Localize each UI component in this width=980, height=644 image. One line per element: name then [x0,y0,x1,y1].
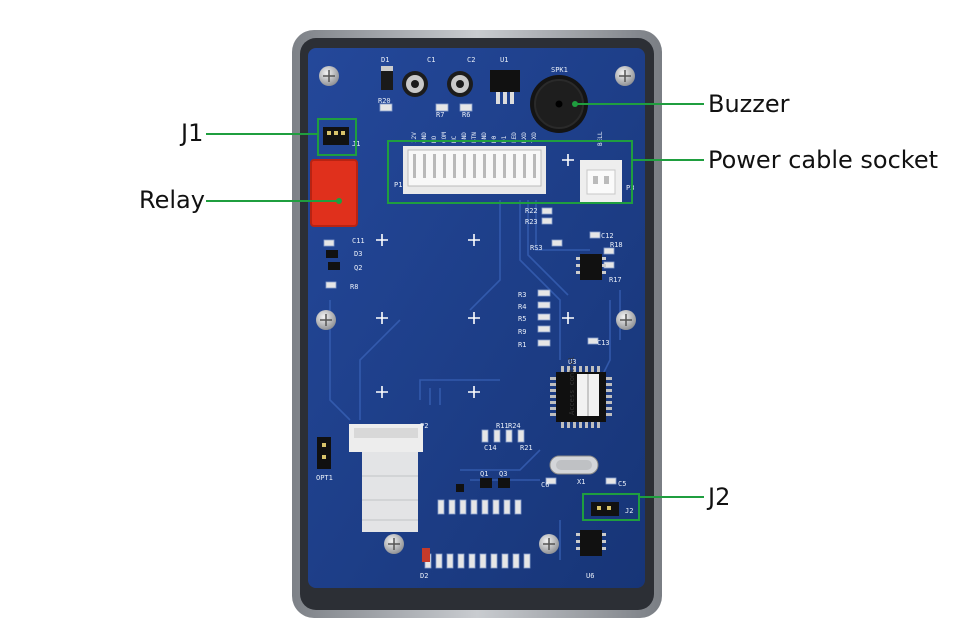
label-d3: D3 [354,250,362,258]
pin-label: COM [441,132,448,143]
diode-d1 [381,66,393,90]
regulator-u1 [490,70,520,92]
label-r8: R8 [350,283,358,291]
j2-highlight-box [582,493,640,521]
label-bell: BELL [597,131,604,146]
callout-relay: Relay [139,186,205,214]
label-r11: R11 [496,422,509,430]
header-opt1 [317,437,331,469]
diode-d2 [422,548,430,562]
pin-label: LED [511,132,518,143]
label-r9: R9 [518,328,526,336]
label-c1: C1 [427,56,435,64]
pin-label: NO [431,135,438,143]
small-ic-u-right [576,254,606,280]
callout-leaders [206,103,704,521]
label-c6: C6 [541,481,549,489]
transistor-q2 [328,262,340,270]
electrolytic-capacitors [402,71,473,97]
label-c5: C5 [618,480,626,488]
label-p1: P1 [394,181,402,189]
label-r24: R24 [508,422,521,430]
diode-d3 [326,250,338,258]
label-opt1: OPT1 [316,474,333,482]
label-r6: R6 [462,111,470,119]
label-c12: C12 [601,232,614,240]
label-d2: D2 [420,572,428,580]
pin-label: BTN [471,132,478,143]
buzzer-spk1 [530,75,588,133]
callout-j1: J1 [181,119,204,147]
label-c11: C11 [352,237,365,245]
pin-label: 12V [411,132,418,143]
pin-label: TXD [531,132,538,143]
label-r18: R18 [610,241,623,249]
label-j2: J2 [625,507,633,515]
chip-sticker-text: Access control [568,356,576,415]
label-c14: C14 [484,444,497,452]
pin-label: D1 [501,135,508,143]
pin-label: D0 [491,135,498,143]
screws [316,66,636,554]
label-r5: R5 [518,315,526,323]
silkscreen-labels: D1 C1 C2 U1 SPK1 R20 R7 R6 J1 P1 P3 R22 … [316,56,634,580]
ribbon-cable [362,452,418,532]
label-q1: Q1 [480,470,488,478]
jumper-j2 [591,502,619,516]
label-x1: X1 [577,478,585,486]
label-u1: U1 [500,56,508,64]
callout-j2: J2 [708,483,731,511]
pin-label: GND [421,132,428,143]
label-p3: P3 [626,184,634,192]
power-socket-highlight-box [387,140,633,204]
smd-bottom-row [424,499,531,569]
access-control-sticker [577,374,599,416]
callout-buzzer: Buzzer [708,90,790,118]
label-rs3: RS3 [530,244,543,252]
label-r21: R21 [520,444,533,452]
transistor-q1 [480,478,492,488]
label-r20: R20 [378,97,391,105]
label-p2: P2 [420,422,428,430]
label-c13: C13 [597,339,610,347]
relay [311,160,357,226]
label-c2: C2 [467,56,475,64]
jumper-j1 [323,127,349,145]
label-r1: R1 [518,341,526,349]
small-ic-u6 [576,530,606,556]
label-r22: R22 [525,207,538,215]
fiducial-marks [376,154,574,398]
label-d1: D1 [381,56,389,64]
label-u3: U3 [568,358,576,366]
label-u6: U6 [586,572,594,580]
label-r17: R17 [609,276,622,284]
label-q3: Q3 [499,470,507,478]
label-r23: R23 [525,218,538,226]
label-r3: R3 [518,291,526,299]
pin-label: NC [451,135,458,143]
pin-label: RXD [521,132,528,143]
connector-p1-pins [413,154,536,178]
label-r7: R7 [436,111,444,119]
j1-highlight-box [317,118,357,156]
pin-label: GND [461,132,468,143]
callout-power-socket: Power cable socket [708,146,938,174]
transistor-q3 [498,478,510,488]
label-r4: R4 [518,303,526,311]
label-spk1: SPK1 [551,66,568,74]
label-q2: Q2 [354,264,362,272]
pin-label: GND [481,132,488,143]
